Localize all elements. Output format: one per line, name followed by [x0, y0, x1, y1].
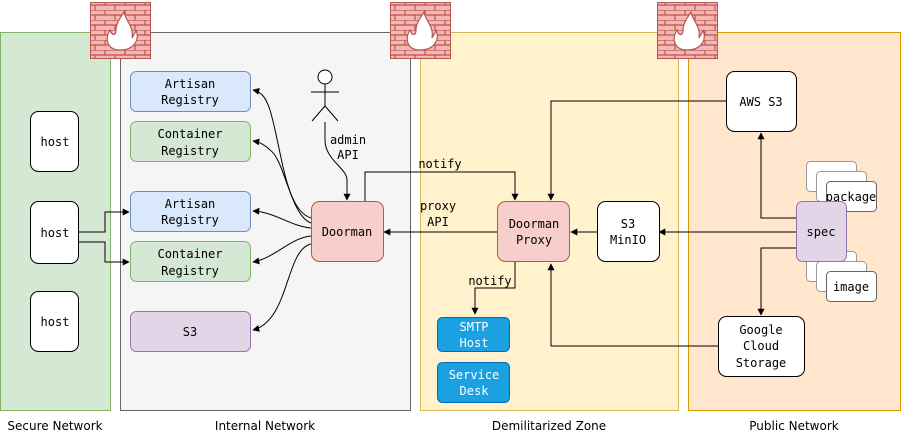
aws-s3-node[interactable]: AWS S3 [726, 71, 797, 132]
svg-text:Container: Container [157, 247, 222, 261]
svg-text:host: host [41, 226, 70, 240]
svg-text:AWS S3: AWS S3 [739, 95, 782, 109]
google-cloud-storage-node[interactable]: Google Cloud Storage [718, 316, 805, 377]
host-node[interactable]: host [30, 201, 79, 264]
zone-label-dmz: Demilitarized Zone [492, 419, 606, 433]
svg-text:Artisan: Artisan [165, 197, 216, 211]
doorman-node[interactable]: Doorman [311, 201, 384, 262]
admin-user-icon [311, 69, 339, 122]
edge-doorman-artisan2 [252, 207, 312, 229]
svg-text:Artisan: Artisan [165, 77, 216, 91]
edge-doorman-proxy-notify [364, 171, 519, 201]
smtp-host-node[interactable]: SMTP Host [437, 317, 510, 352]
edge-doorman-container2 [252, 235, 312, 265]
svg-text:Doorman: Doorman [509, 217, 560, 231]
svg-text:S3: S3 [621, 217, 635, 231]
edge-doorman-container1 [252, 138, 312, 224]
service-desk-node[interactable]: Service Desk [437, 362, 510, 403]
edge-spec-gcs [757, 247, 796, 316]
zone-label-internal: Internal Network [215, 419, 315, 433]
edge-host-artisan [78, 208, 130, 233]
container-registry-node[interactable]: Container Registry [130, 121, 251, 162]
svg-text:S3: S3 [183, 325, 197, 339]
svg-text:spec: spec [807, 225, 836, 239]
svg-text:Google: Google [739, 323, 782, 337]
svg-text:Registry: Registry [161, 93, 219, 107]
admin-api-label: admin [330, 133, 366, 147]
image-label: image [833, 280, 869, 294]
edge-proxy-smtp [471, 262, 516, 315]
notify-label: notify [468, 274, 511, 288]
svg-text:Proxy: Proxy [516, 233, 552, 247]
svg-text:Registry: Registry [161, 213, 219, 227]
container-registry-node[interactable]: Container Registry [130, 241, 251, 282]
edge-spec-aws [757, 132, 796, 219]
svg-text:host: host [41, 135, 70, 149]
artisan-registry-node[interactable]: Artisan Registry [130, 71, 251, 112]
firewall-icon [390, 2, 451, 59]
s3-minio-node[interactable]: S3 MinIO [597, 201, 660, 262]
edge-admin-doorman [324, 122, 351, 201]
s3-storage-node[interactable]: S3 [130, 311, 251, 352]
spec-node[interactable]: spec [796, 201, 847, 262]
svg-text:SMTP: SMTP [460, 320, 489, 334]
svg-text:MinIO: MinIO [610, 233, 646, 247]
edge-doorman-s3 [252, 243, 312, 332]
artisan-registry-node[interactable]: Artisan Registry [130, 191, 251, 232]
svg-text:Storage: Storage [736, 356, 787, 370]
zone-label-public: Public Network [749, 419, 838, 433]
doorman-proxy-node[interactable]: Doorman Proxy [497, 201, 570, 262]
svg-text:Container: Container [157, 127, 222, 141]
package-label: package [826, 190, 877, 204]
zone-label-secure: Secure Network [7, 419, 102, 433]
edge-doorman-artisan1 [252, 87, 312, 219]
svg-text:Registry: Registry [161, 144, 219, 158]
svg-text:Desk: Desk [460, 384, 490, 398]
host-node[interactable]: host [30, 111, 79, 172]
edge-aws-proxy [547, 100, 726, 201]
notify-label: notify [418, 157, 461, 171]
edge-gcs-proxy [547, 263, 718, 347]
edge-host-container [78, 241, 130, 266]
svg-text:Registry: Registry [161, 264, 219, 278]
svg-text:Doorman: Doorman [322, 225, 373, 239]
proxy-api-label: API [427, 215, 449, 229]
firewall-icon [90, 2, 151, 59]
svg-text:Host: Host [460, 336, 489, 350]
host-node[interactable]: host [30, 291, 79, 352]
firewall-icon [657, 2, 718, 59]
svg-text:Service: Service [449, 368, 500, 382]
proxy-api-label: proxy [420, 199, 456, 213]
admin-api-label: API [337, 148, 359, 162]
svg-text:host: host [41, 315, 70, 329]
svg-text:Cloud: Cloud [743, 339, 779, 353]
